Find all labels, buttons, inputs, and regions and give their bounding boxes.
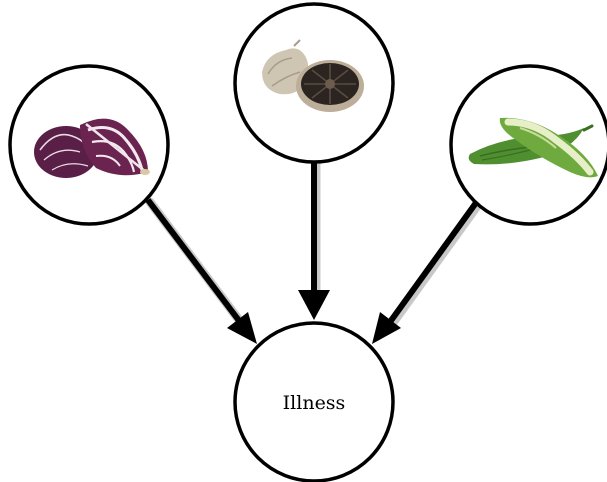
node-radicchio: [10, 66, 168, 224]
arrow-radicchio-to-illness: [148, 200, 257, 344]
arrow-bitter-melon-to-illness: [372, 200, 480, 344]
arrowhead: [298, 290, 330, 320]
node-illness: Illness: [235, 323, 393, 481]
node-black-garlic: [235, 4, 393, 162]
arrow-garlic-to-illness: [298, 160, 330, 320]
node-illness-label: Illness: [283, 392, 346, 414]
node-bitter-melon: [451, 66, 607, 224]
